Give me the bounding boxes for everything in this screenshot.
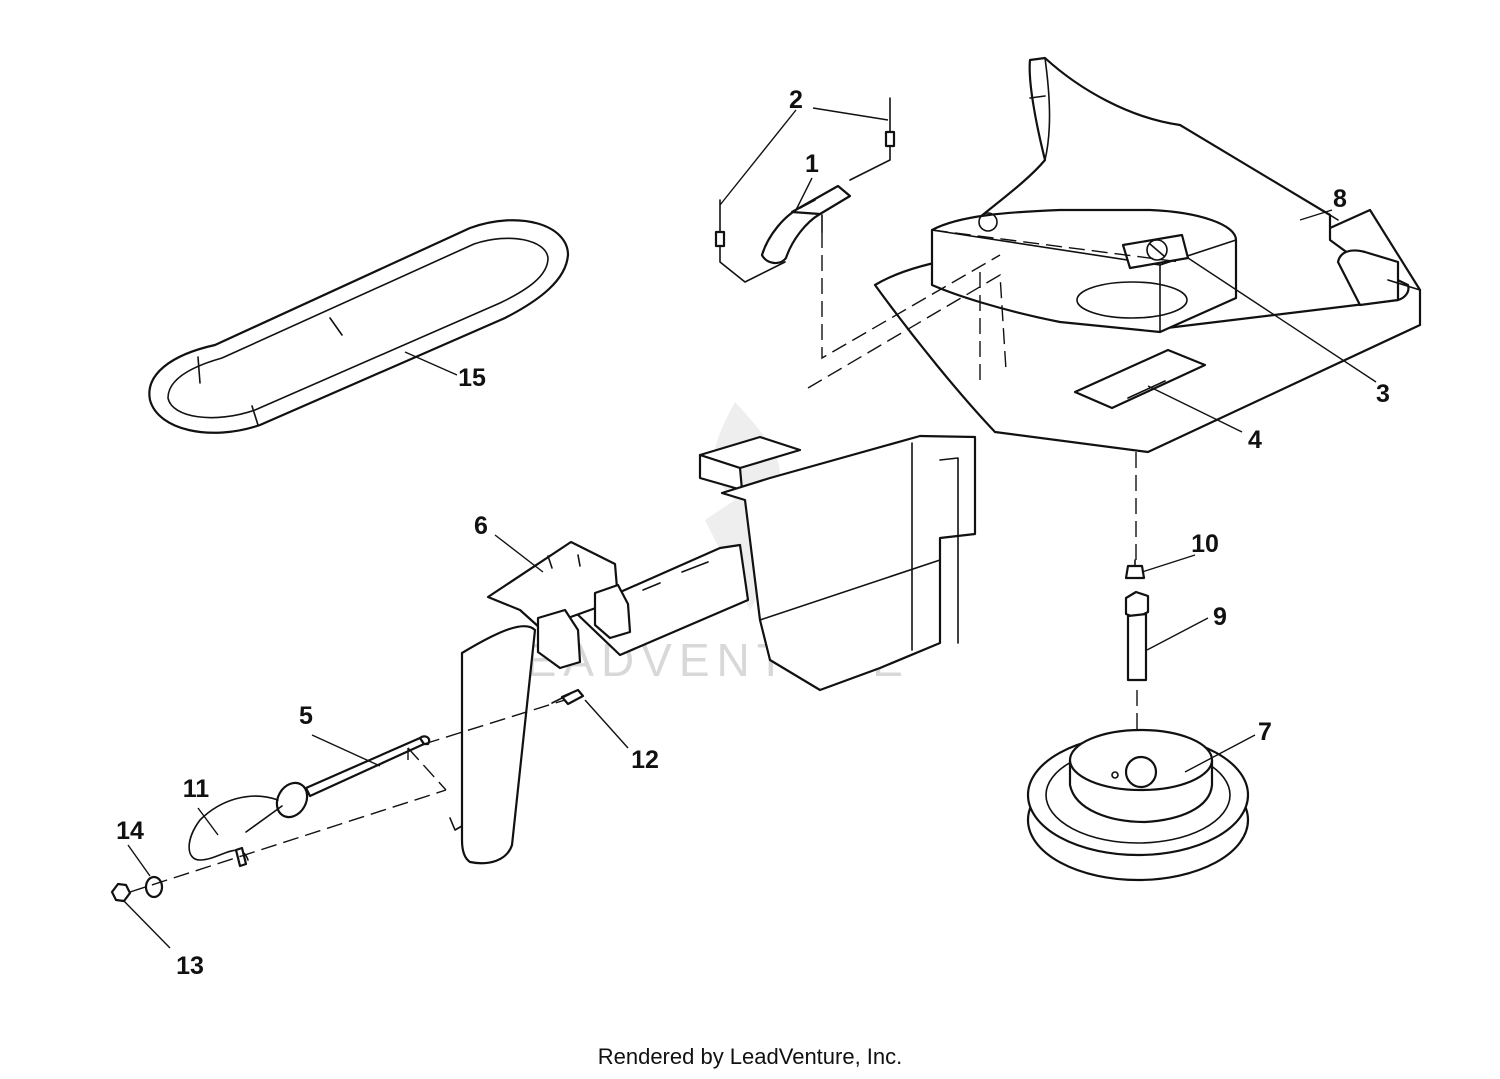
callout-4: 4 xyxy=(1248,426,1262,454)
lanyard-part xyxy=(188,781,309,868)
leader-lines xyxy=(123,107,1377,949)
callout-13: 13 xyxy=(176,952,204,980)
pin-part-left xyxy=(714,199,726,248)
pin-part-right xyxy=(884,97,896,148)
footer-credit: Rendered by LeadVenture, Inc. xyxy=(597,1044,903,1069)
fitting-part xyxy=(1124,559,1146,580)
bracket-part xyxy=(460,434,977,865)
decal-part-4 xyxy=(1073,348,1207,410)
callout-15: 15 xyxy=(458,364,486,392)
spindle-bolt-part xyxy=(1124,590,1150,682)
nut-part xyxy=(110,882,132,903)
callout-5: 5 xyxy=(299,702,313,730)
pulley-part xyxy=(1026,728,1250,882)
callout-3: 3 xyxy=(1376,380,1390,408)
callout-6: 6 xyxy=(474,512,488,540)
callout-9: 9 xyxy=(1213,603,1227,631)
callout-12: 12 xyxy=(631,746,659,774)
callout-2: 2 xyxy=(789,86,803,114)
rod-part xyxy=(304,735,431,798)
callout-1: 1 xyxy=(805,150,819,178)
callout-14: 14 xyxy=(116,817,144,845)
bolt-part xyxy=(551,688,585,706)
washer-part xyxy=(144,875,164,899)
clip-part xyxy=(760,184,852,265)
belt-part xyxy=(148,219,570,434)
callout-10: 10 xyxy=(1191,530,1219,558)
callout-8: 8 xyxy=(1333,185,1347,213)
callout-7: 7 xyxy=(1258,718,1272,746)
callout-11: 11 xyxy=(183,775,210,803)
